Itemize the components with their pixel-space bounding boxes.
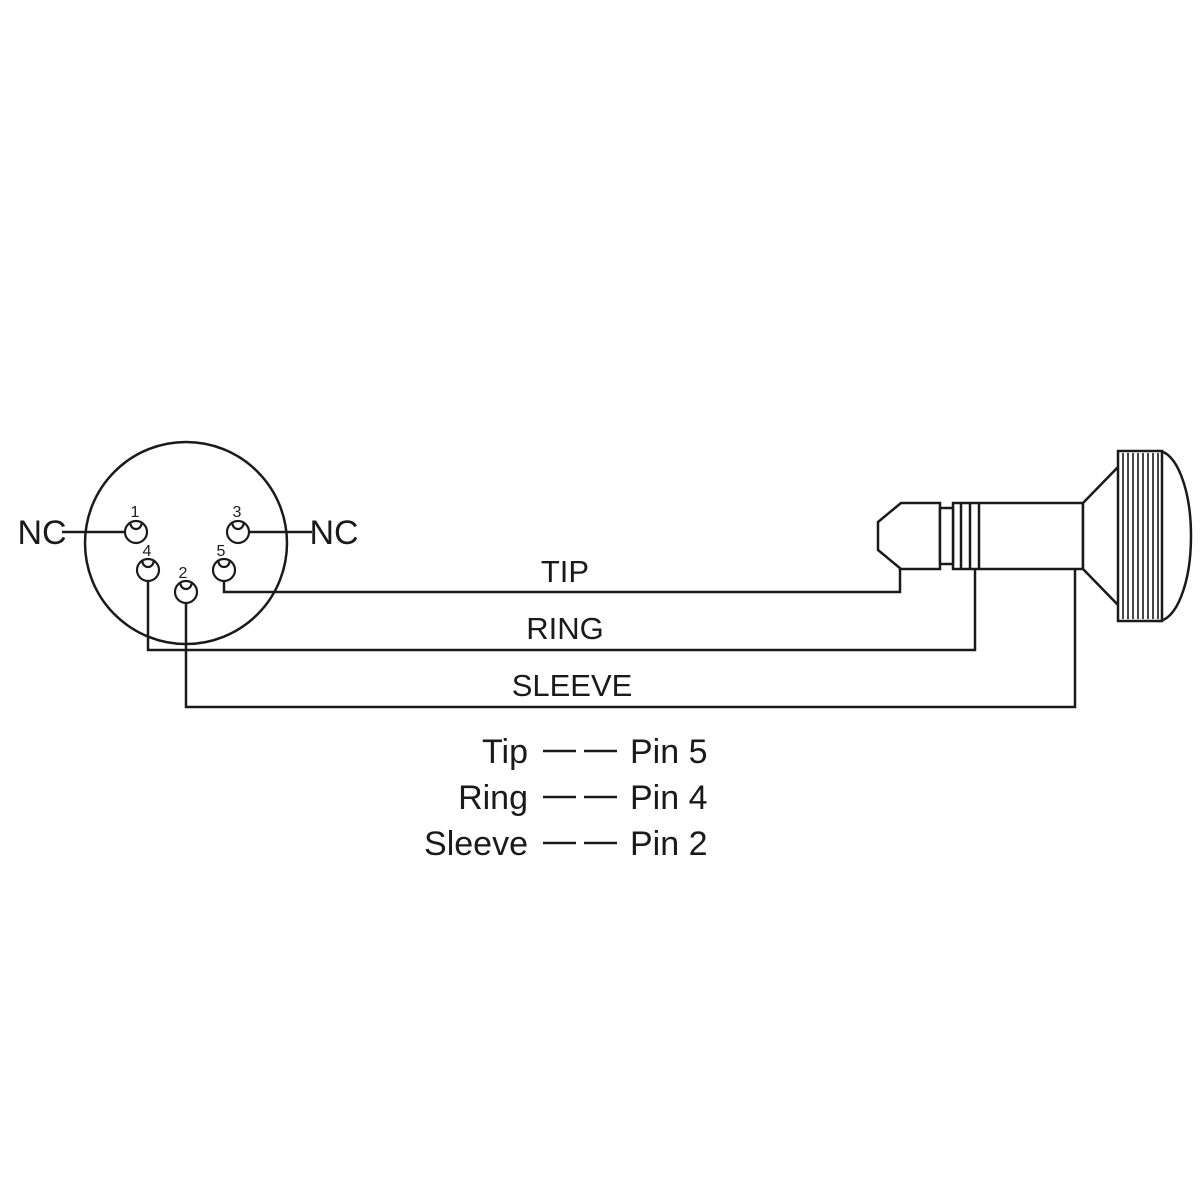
plug-tip-groove [938,506,955,566]
legend-signal-ring: Ring [458,779,528,817]
nc-left-label: NC [17,514,66,552]
legend-pin-sleeve: Pin 2 [630,825,708,863]
din-pin-5 [211,557,237,583]
pin-number-1: 1 [131,504,140,521]
din-pin-2 [173,579,199,605]
wire-sleeve [184,569,1077,709]
wire-ring [146,569,977,652]
plug-knurl-hatch [1122,453,1159,619]
legend-pin-ring: Pin 4 [630,779,708,817]
din-pin-3 [225,519,251,545]
din-pin-1 [123,519,149,545]
wire-tip [222,569,902,594]
plug-shaft [951,501,1085,571]
legend-signal-tip: Tip [482,733,528,771]
nc-right-label: NC [309,514,358,552]
din-pin-4 [135,557,161,583]
pin-number-5: 5 [217,543,226,560]
legend-signal-sleeve: Sleeve [424,825,528,863]
wire-label-tip: TIP [541,554,589,589]
pin-number-3: 3 [233,504,242,521]
plug-flare [1081,461,1122,611]
plug-ring-separators [959,503,981,569]
plug-tip [876,501,942,571]
wire-label-ring: RING [526,611,604,646]
trs-plug [876,449,1193,623]
pin-number-4: 4 [143,543,152,560]
wire-label-sleeve: SLEEVE [512,668,633,703]
plug-knurl [1116,449,1164,623]
pin-number-2: 2 [179,565,188,582]
legend-pin-tip: Pin 5 [630,733,708,771]
